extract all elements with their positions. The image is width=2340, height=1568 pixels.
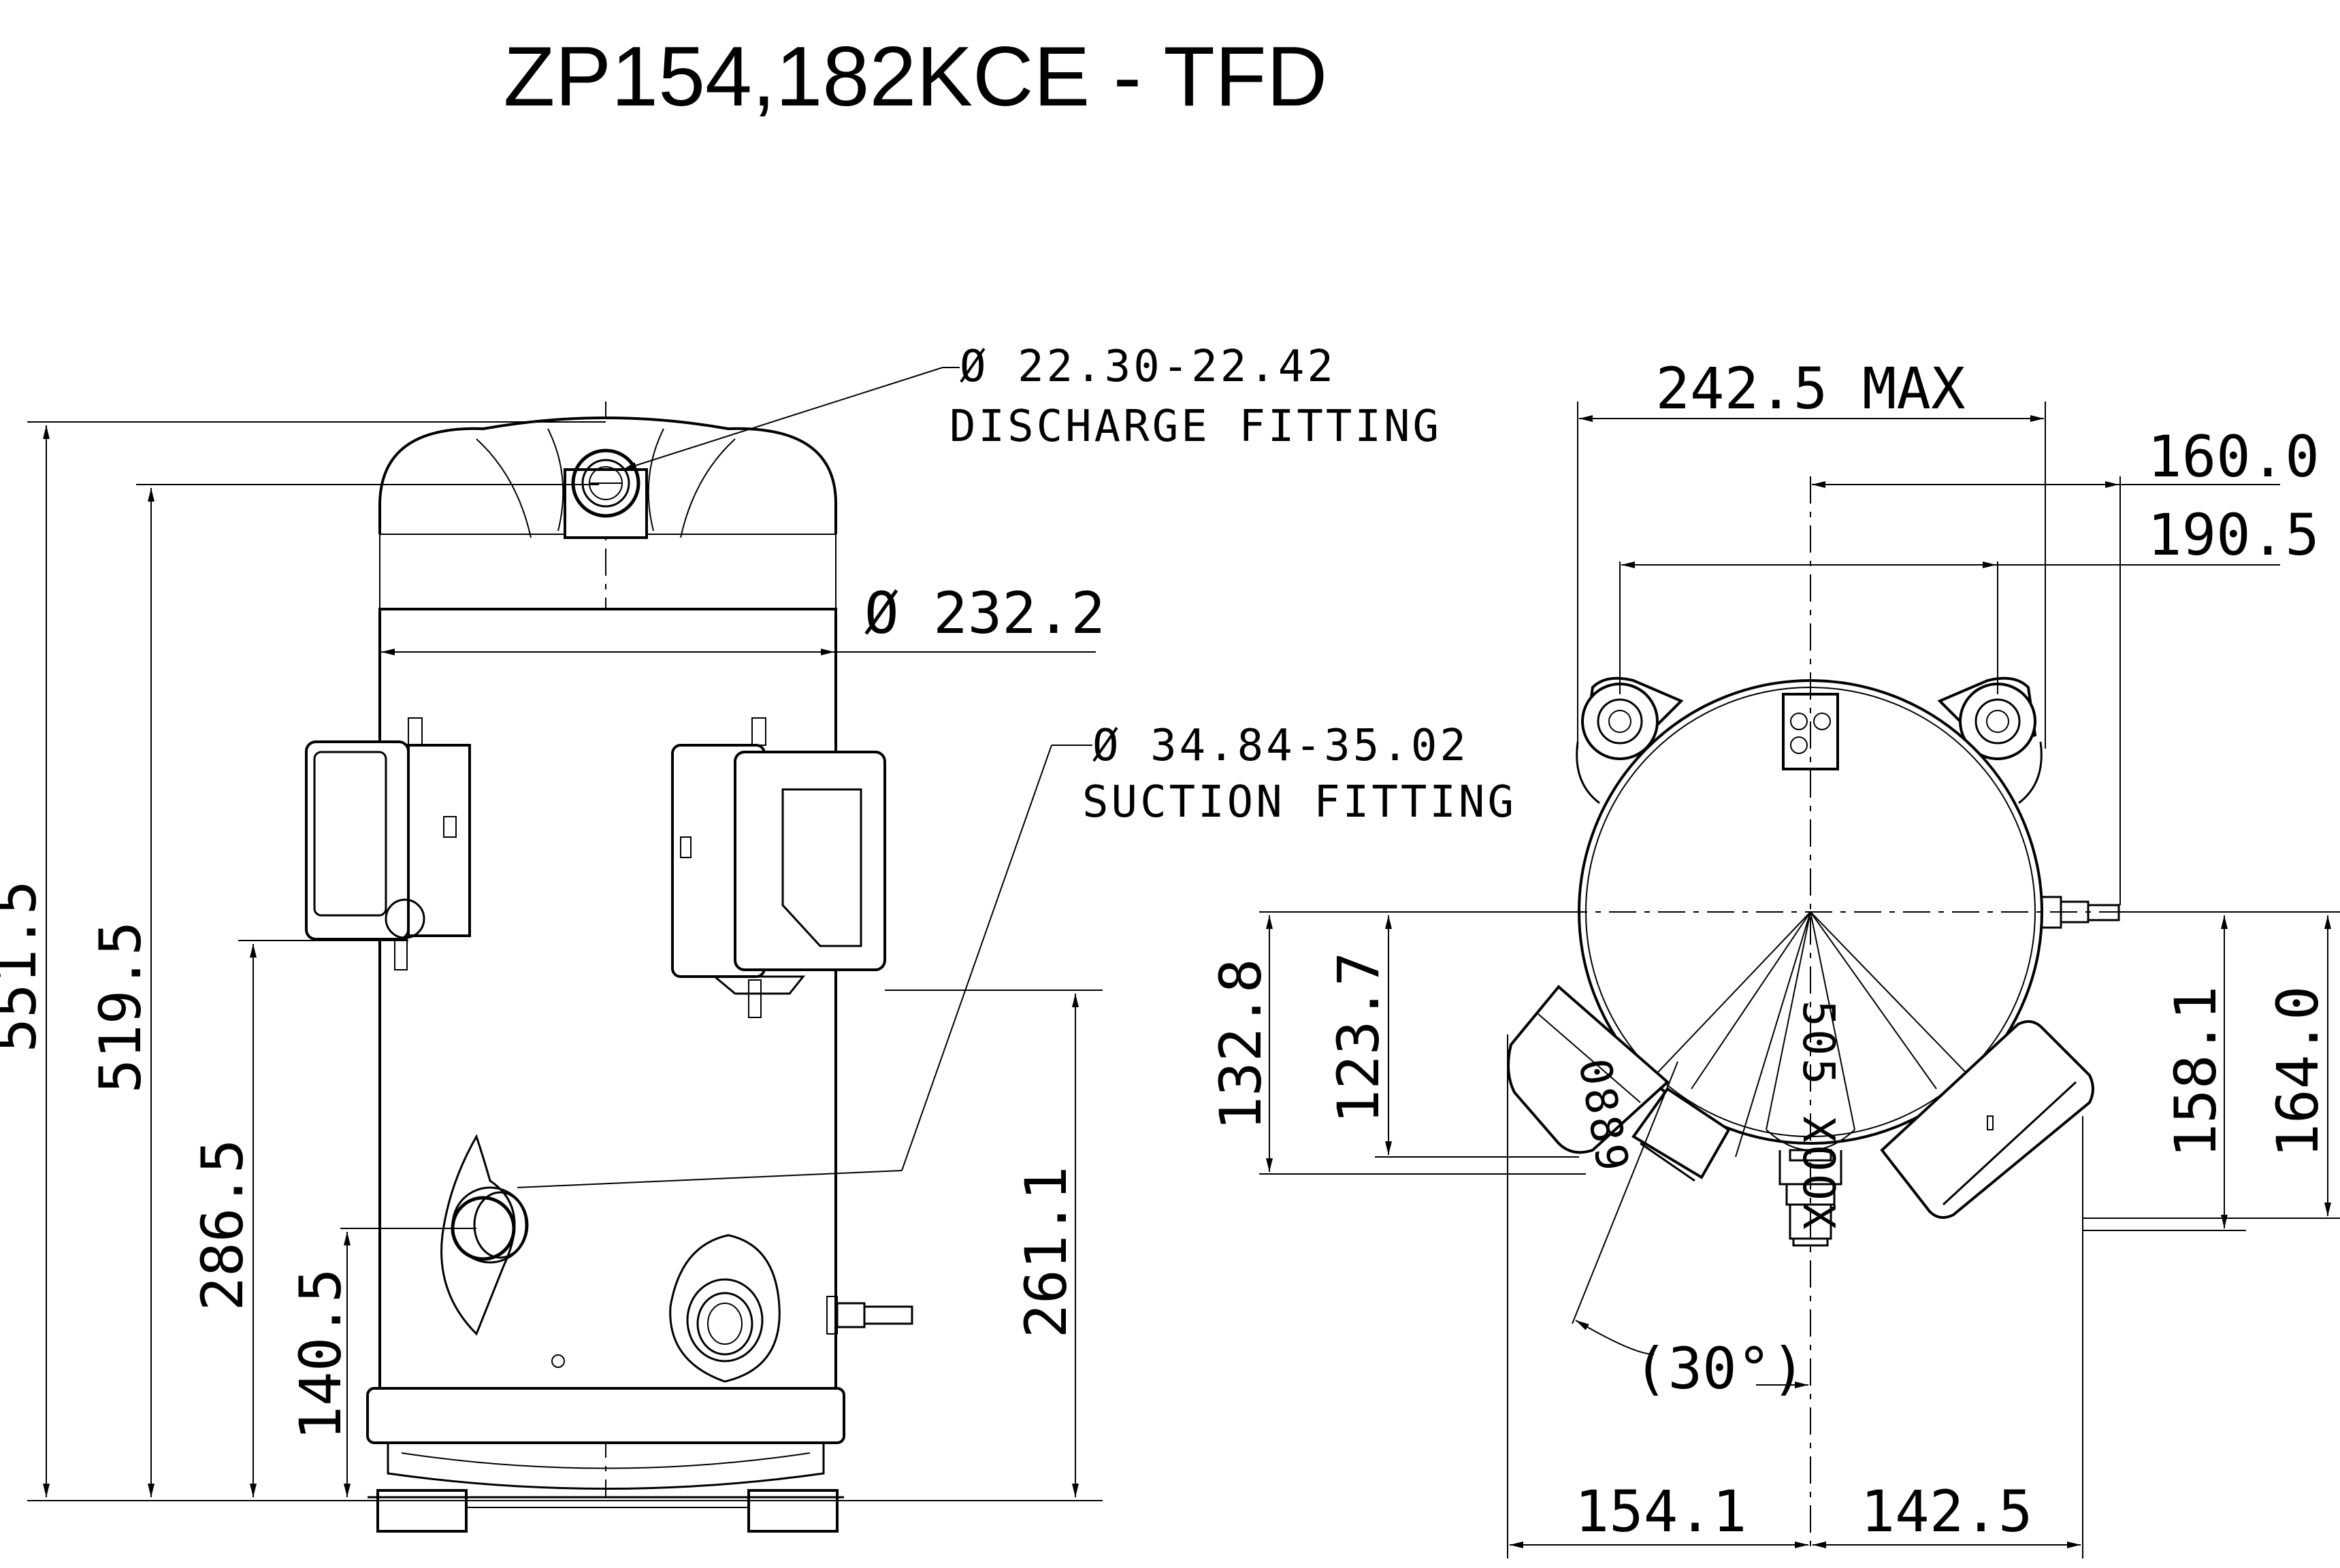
discharge-fitting-label: DISCHARGE FITTING bbox=[949, 402, 1442, 452]
bottom-fitting bbox=[1778, 1149, 1842, 1247]
dim-190-5: 190.5 bbox=[2147, 502, 2320, 568]
dim-519-5: 519.5 bbox=[87, 921, 154, 1094]
dim-140-5: 140.5 bbox=[287, 1269, 354, 1441]
suction-fitting-label: SUCTION FITTING bbox=[1082, 777, 1516, 828]
dim-154-1: 154.1 bbox=[1575, 1478, 1747, 1545]
dim-261-1: 261.1 bbox=[1013, 1166, 1079, 1339]
compressor-shell bbox=[378, 608, 837, 1390]
dim-shell-diameter: Ø 232.2 bbox=[864, 580, 1105, 647]
base-mount bbox=[366, 1387, 845, 1533]
dim-551-5: 551.5 bbox=[0, 881, 49, 1053]
dim-158-1: 158.1 bbox=[2162, 986, 2229, 1158]
angle-30-label: (30°) bbox=[1634, 1335, 1806, 1402]
dim-142-5: 142.5 bbox=[1861, 1478, 2033, 1545]
terminal-box-right bbox=[671, 717, 886, 1018]
marking-text: 505 XOOX bbox=[1793, 1000, 1843, 1232]
terminal-box-left bbox=[305, 717, 471, 970]
dim-160-0: 160.0 bbox=[2147, 423, 2320, 490]
dim-242-5-max: 242.5 MAX bbox=[1655, 355, 1965, 422]
top-view: 0889 505 XOOX 242.5 MAX 160.0 bbox=[1207, 355, 2340, 1558]
drawing-title: ZP154,182KCE - TFD bbox=[504, 30, 1328, 124]
schrader-valve-side bbox=[826, 1296, 913, 1335]
dim-123-7: 123.7 bbox=[1325, 952, 1392, 1124]
side-view: 551.5 519.5 286.5 140.5 261.1 Ø 232.2 Ø … bbox=[0, 342, 1516, 1533]
suction-diameter-label: Ø 34.84-35.02 bbox=[1092, 721, 1469, 771]
discharge-fitting bbox=[571, 448, 640, 518]
dim-164-0: 164.0 bbox=[2264, 986, 2331, 1158]
discharge-diameter-label: Ø 22.30-22.42 bbox=[960, 342, 1336, 392]
dim-286-5: 286.5 bbox=[189, 1139, 256, 1311]
terminal-box-top-right bbox=[1880, 1020, 2094, 1219]
oil-fitting bbox=[669, 1234, 781, 1383]
dim-132-8: 132.8 bbox=[1207, 959, 1274, 1131]
